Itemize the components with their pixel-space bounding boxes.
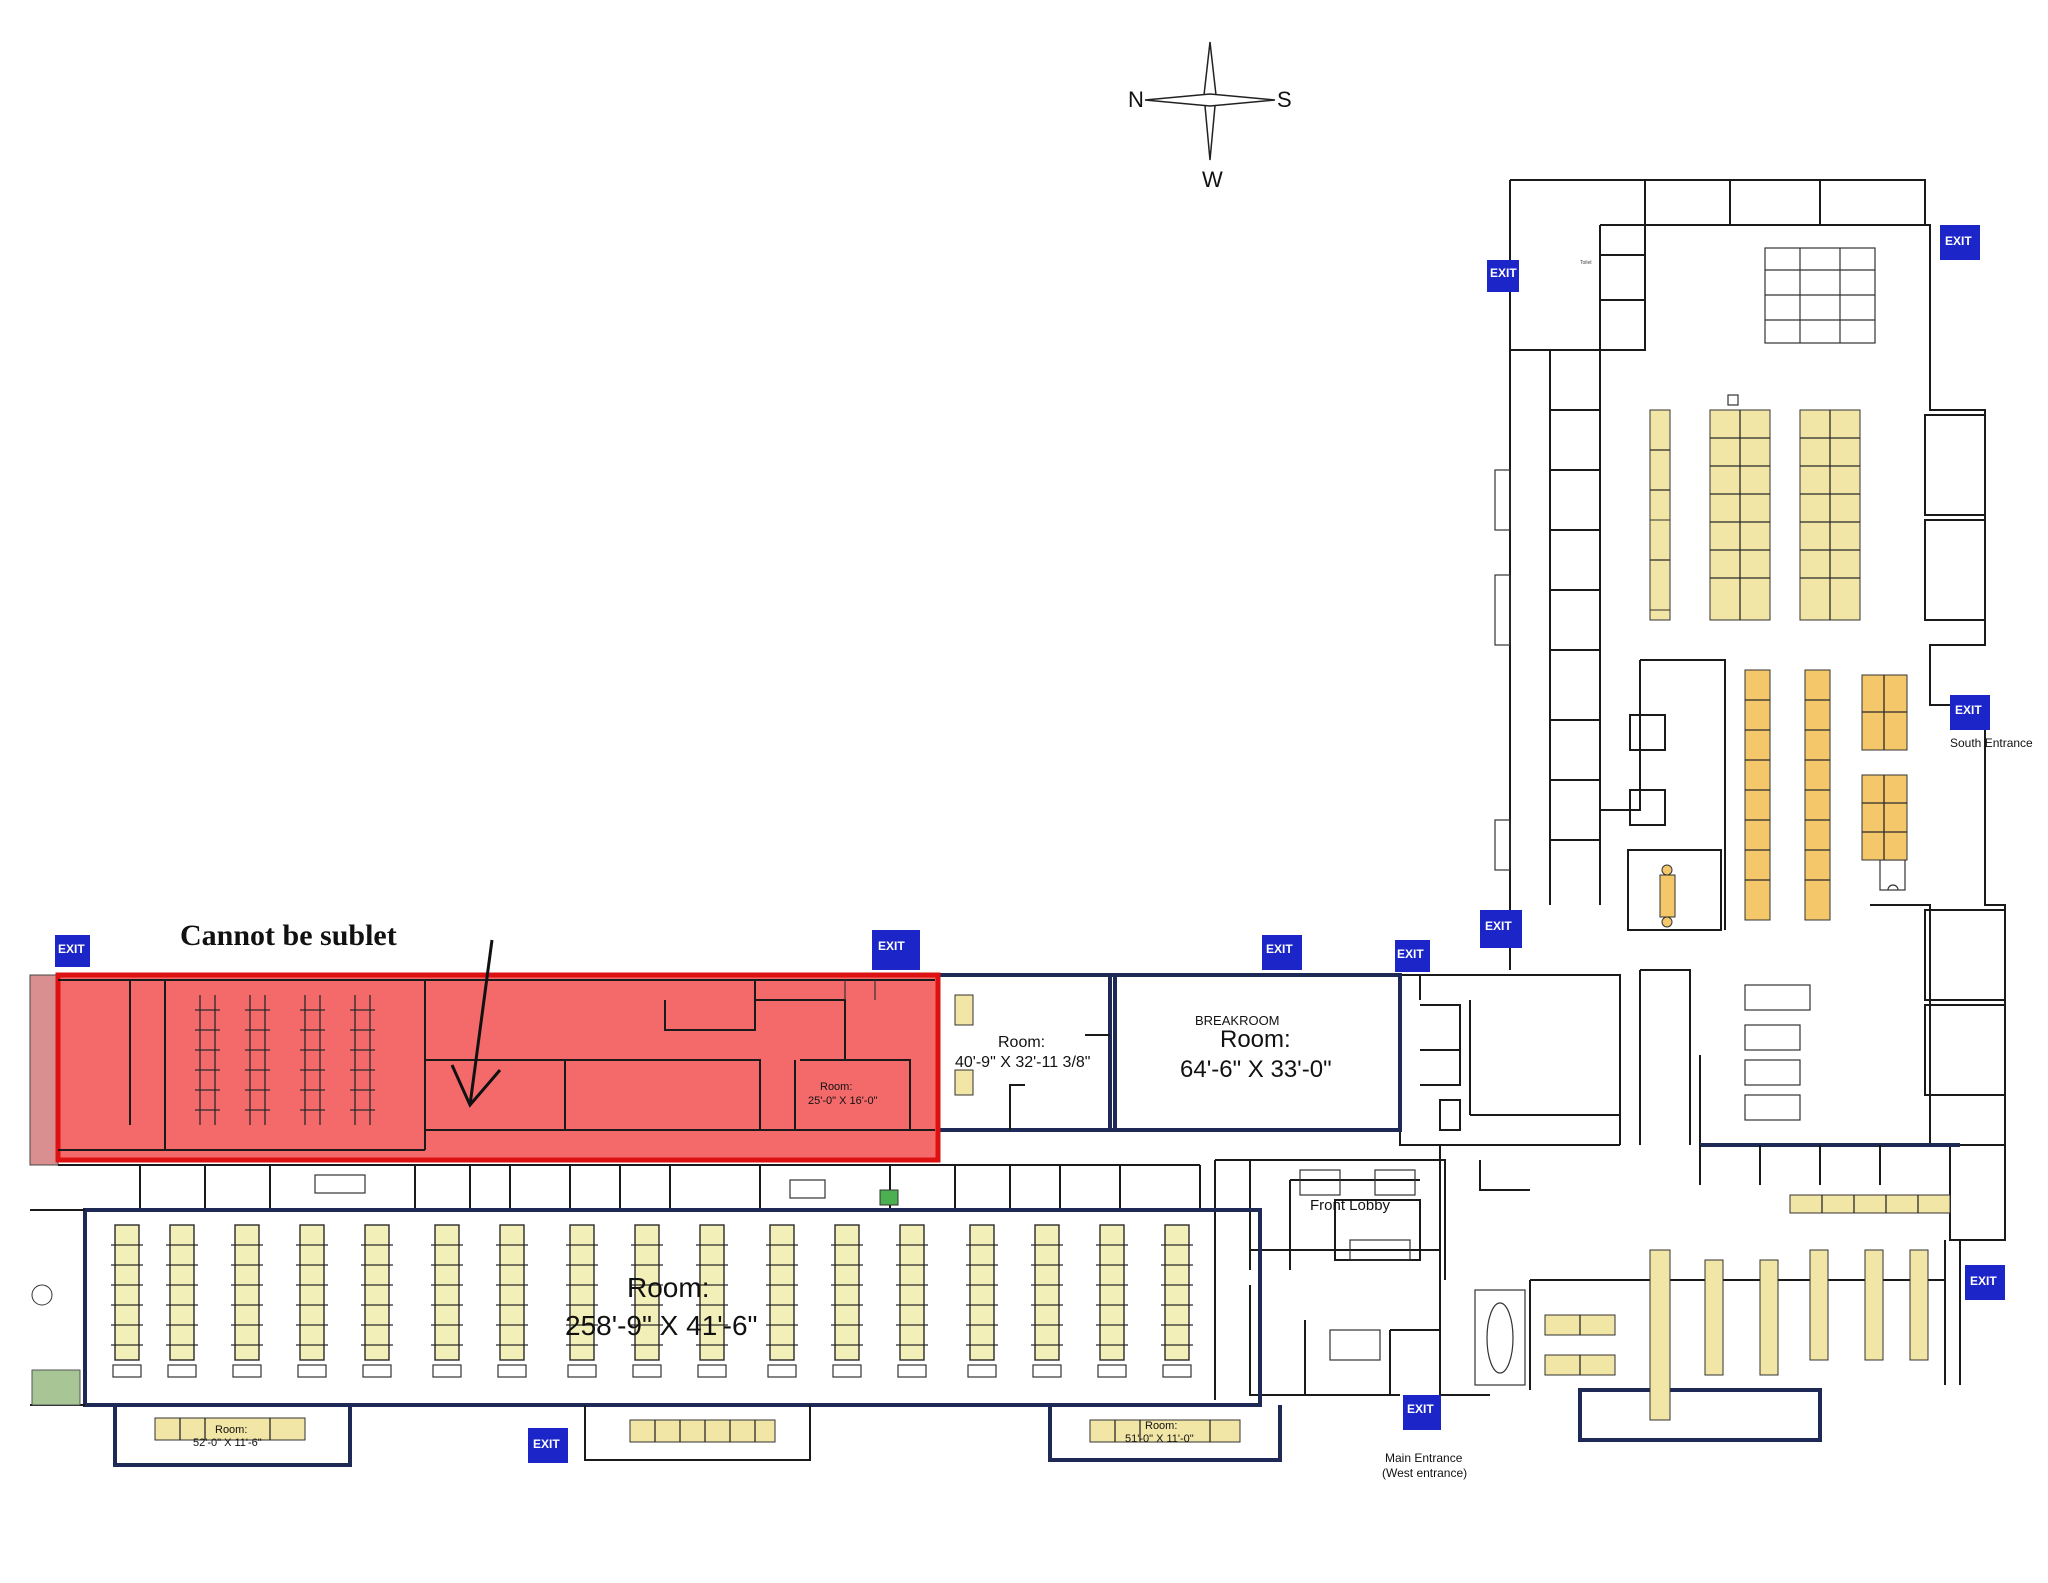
front-lobby-label: Front Lobby	[1310, 1197, 1391, 1214]
compass-rose: N S W	[1128, 41, 1292, 192]
breakroom: BREAKROOM Room: 64'-6" X 33'-0"	[1113, 973, 1402, 1132]
svg-text:EXIT: EXIT	[1490, 266, 1517, 280]
exit-sign: EXIT	[1403, 1395, 1441, 1430]
storage-rack	[364, 1224, 390, 1361]
storage-rack	[1164, 1224, 1190, 1361]
storage-rack	[969, 1224, 995, 1361]
rack-base	[1032, 1364, 1062, 1378]
room-52-dims: 52'-0" X 11'-6"	[193, 1437, 262, 1449]
annotation-text: Cannot be sublet	[180, 919, 397, 952]
compass-south-label: S	[1277, 87, 1292, 112]
rack-base	[1162, 1364, 1192, 1378]
compass-west-label: W	[1202, 167, 1223, 192]
svg-text:EXIT: EXIT	[1955, 703, 1982, 717]
storage-rack	[899, 1224, 925, 1361]
svg-text:EXIT: EXIT	[533, 1437, 560, 1451]
rack-base	[632, 1364, 662, 1378]
workstation-cluster-lower	[1744, 669, 1908, 921]
rack-base	[497, 1364, 527, 1378]
storage-rack	[769, 1224, 795, 1361]
main-entrance-sublabel: (West entrance)	[1382, 1466, 1467, 1480]
restricted-area-highlight	[55, 972, 941, 1163]
storage-rack	[299, 1224, 325, 1361]
storage-rack	[234, 1224, 260, 1361]
large-floor-dims: 258'-9" X 41'-6"	[565, 1310, 757, 1341]
exit-signs: EXIT EXIT EXIT EXIT EXIT EXIT EXIT EXIT …	[55, 225, 2005, 1463]
room-51-label: Room:	[1145, 1420, 1177, 1432]
corridor-west	[58, 1164, 1201, 1210]
storage-rack	[499, 1224, 525, 1361]
exit-sign: EXIT	[1487, 260, 1519, 292]
rack-base	[112, 1364, 142, 1378]
rack-base	[432, 1364, 462, 1378]
east-wing: Toilet	[1494, 179, 2006, 1442]
large-floor-racks	[111, 1224, 1193, 1378]
south-entrance-label: South Entrance	[1950, 736, 2033, 750]
rack-base	[1097, 1364, 1127, 1378]
main-entrance-label: Main Entrance	[1385, 1451, 1463, 1465]
room-51-dims: 51'-0" X 11'-0"	[1125, 1433, 1194, 1445]
rack-base	[697, 1364, 727, 1378]
storage-rack	[569, 1224, 595, 1361]
exit-sign: EXIT	[1395, 940, 1430, 972]
storage-rack	[1099, 1224, 1125, 1361]
svg-text:EXIT: EXIT	[1266, 942, 1293, 956]
storage-rack	[634, 1224, 660, 1361]
room-52-label: Room:	[215, 1424, 247, 1436]
storage-rack	[169, 1224, 195, 1361]
storage-rack	[1034, 1224, 1060, 1361]
compass-north-label: N	[1128, 87, 1144, 112]
storage-racks-east	[1474, 1249, 1929, 1421]
rack-base	[232, 1364, 262, 1378]
exit-sign: EXIT	[872, 930, 920, 970]
svg-text:EXIT: EXIT	[878, 939, 905, 953]
rack-base	[967, 1364, 997, 1378]
storage-rack	[114, 1224, 140, 1361]
svg-text:EXIT: EXIT	[58, 942, 85, 956]
room-25-label: Room:	[820, 1081, 852, 1093]
exit-sign: EXIT	[1965, 1265, 2005, 1300]
rack-base	[767, 1364, 797, 1378]
rack-base	[297, 1364, 327, 1378]
svg-text:Toilet: Toilet	[1580, 260, 1592, 266]
breakroom-title: BREAKROOM	[1195, 1013, 1280, 1028]
svg-text:EXIT: EXIT	[1970, 1274, 1997, 1288]
exit-sign: EXIT	[1480, 910, 1522, 948]
workstation-cluster-upper	[1649, 409, 1861, 621]
rack-base	[832, 1364, 862, 1378]
workstation-cluster-south	[1744, 984, 1811, 1121]
rack-base	[897, 1364, 927, 1378]
breakroom-dims: 64'-6" X 33'-0"	[1180, 1056, 1332, 1083]
rack-base	[167, 1364, 197, 1378]
svg-text:EXIT: EXIT	[1945, 234, 1972, 248]
svg-text:EXIT: EXIT	[1407, 1402, 1434, 1416]
storage-rack	[699, 1224, 725, 1361]
large-floor-room: Room: 258'-9" X 41'-6"	[30, 1208, 1262, 1407]
room-40ft: Room: 40'-9" X 32'-11 3/8"	[933, 973, 1112, 1132]
room-25-dims: 25'-0" X 16'-0"	[808, 1095, 878, 1107]
exit-sign: EXIT	[528, 1428, 568, 1463]
room-40-label: Room:	[998, 1034, 1045, 1051]
sublet-annotation: Cannot be sublet	[180, 919, 502, 1108]
restricted-area: Room: 25'-0" X 16'-0"	[29, 972, 941, 1166]
south-strip-rooms: Room: 52'-0" X 11'-6" Room: 51'-0" X 11'…	[113, 1405, 1282, 1467]
svg-text:EXIT: EXIT	[1485, 919, 1512, 933]
storage-rack	[834, 1224, 860, 1361]
restricted-racks	[195, 995, 375, 1125]
exit-sign: EXIT	[1262, 935, 1302, 970]
large-floor-label: Room:	[627, 1272, 709, 1303]
storage-rack	[434, 1224, 460, 1361]
exit-sign: EXIT	[1950, 695, 1990, 730]
rack-base	[362, 1364, 392, 1378]
exit-sign: EXIT	[1940, 225, 1980, 260]
rack-base	[567, 1364, 597, 1378]
breakroom-label: Room:	[1220, 1026, 1291, 1053]
room-40-dims: 40'-9" X 32'-11 3/8"	[955, 1054, 1090, 1071]
svg-text:EXIT: EXIT	[1397, 947, 1424, 961]
exit-sign: EXIT	[55, 935, 90, 967]
